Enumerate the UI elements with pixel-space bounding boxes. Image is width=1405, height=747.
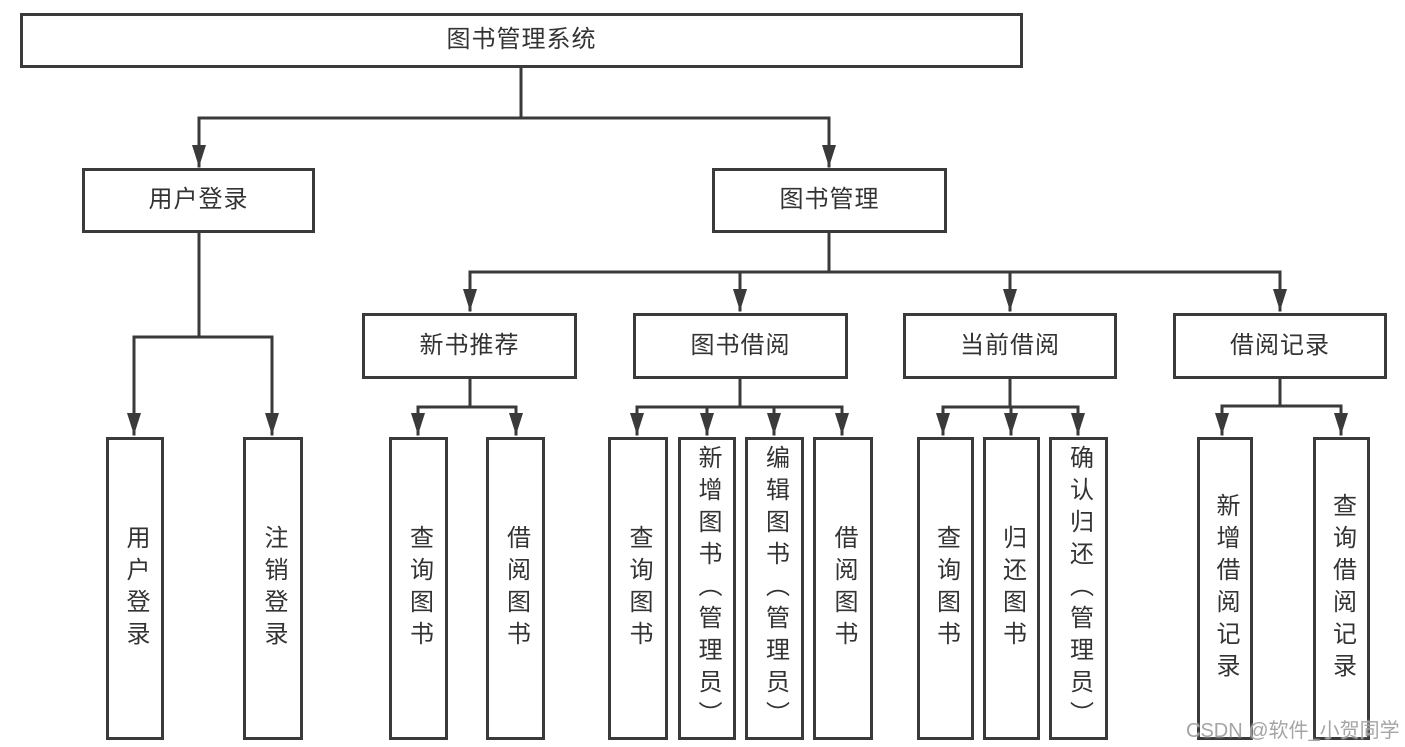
node-new-book-recommendation: 新书推荐 <box>362 313 577 379</box>
leaf-return-books: 归还图书 <box>983 437 1040 740</box>
leaf-add-borrow-record: 新增借阅记录 <box>1197 437 1253 740</box>
leaf-edit-books-admin: 编辑图书（管理员） <box>745 437 804 740</box>
leaf-borrow-books-recommend: 借阅图书 <box>486 437 545 740</box>
node-book-borrowing: 图书借阅 <box>633 313 848 379</box>
leaf-borrow-books: 借阅图书 <box>813 437 873 740</box>
csdn-watermark: CSDN @软件_小贺同学 <box>1186 720 1400 742</box>
leaf-query-books-recommend: 查询图书 <box>389 437 448 740</box>
leaf-confirm-return-admin: 确认归还（管理员） <box>1049 437 1108 740</box>
leaf-query-books-current: 查询图书 <box>917 437 974 740</box>
leaf-query-borrow-record: 查询借阅记录 <box>1313 437 1370 740</box>
node-current-borrowing: 当前借阅 <box>903 313 1117 379</box>
leaf-add-books-admin: 新增图书（管理员） <box>678 437 736 740</box>
node-library-management-system: 图书管理系统 <box>20 13 1023 68</box>
leaf-logout: 注销登录 <box>243 437 303 740</box>
node-book-management: 图书管理 <box>712 168 947 233</box>
node-borrowing-records: 借阅记录 <box>1173 313 1387 379</box>
leaf-query-books-borrow: 查询图书 <box>608 437 668 740</box>
leaf-user-login: 用户登录 <box>106 437 164 740</box>
node-user-login: 用户登录 <box>82 168 315 233</box>
